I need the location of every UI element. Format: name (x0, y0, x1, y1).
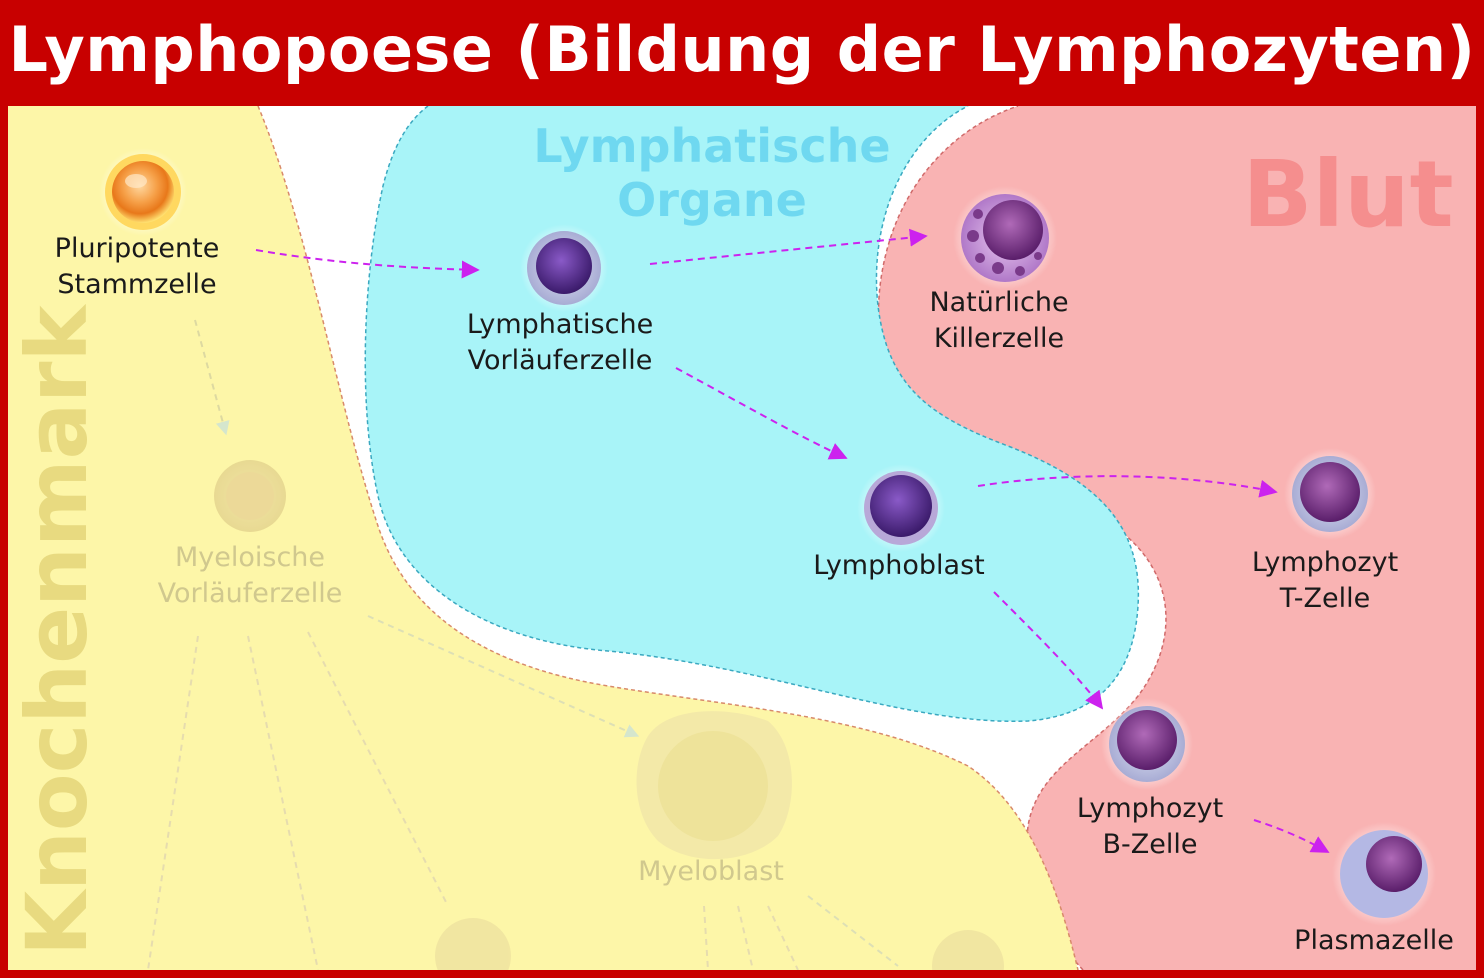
plasma-cell (1332, 822, 1436, 926)
lymphatic-progenitor-label-2: Vorläuferzelle (468, 345, 653, 376)
region-label-blood: Blut (1242, 141, 1453, 248)
stem-cell-label-1: Pluripotente (55, 233, 220, 264)
arrow-progenitor-to-nk (649, 228, 928, 265)
t-cell-label-2: T-Zelle (1279, 583, 1370, 614)
page-title: Lymphopoese (Bildung der Lymphozyten) (8, 13, 1476, 86)
blood-region (878, 106, 1476, 970)
stem-cell-label-2: Stammzelle (57, 269, 216, 300)
diagram-canvas: Lymphatische Organe Blut Knochenmark Mye… (8, 106, 1476, 970)
myeloid-lineage: Myeloische Vorläuferzelle Myeloblast (147, 319, 1004, 970)
b-cell-label-2: B-Zelle (1103, 829, 1198, 860)
diagram: Lymphatische Organe Blut Knochenmark Mye… (8, 106, 1476, 970)
t-cell (1284, 448, 1376, 540)
nk-cell-label-1: Natürliche (929, 287, 1068, 318)
b-cell (1101, 698, 1193, 790)
nk-cell (953, 186, 1057, 290)
arrow-b-cell-to-plasma (1253, 819, 1330, 853)
region-label-lymphatic-organs-1: Lymphatische (533, 119, 890, 173)
arrow-stem-to-progenitor (255, 249, 480, 279)
lymphatic-progenitor-label-1: Lymphatische (467, 309, 653, 340)
myeloblast-label: Myeloblast (638, 856, 784, 887)
myeloid-progenitor-label-2: Vorläuferzelle (158, 578, 343, 609)
region-label-lymphatic-organs-2: Organe (617, 173, 807, 227)
arrow-progenitor-to-lymphoblast (675, 367, 848, 460)
lymphatic-organs-border (364, 106, 1140, 723)
lymphoblast-label: Lymphoblast (813, 550, 984, 581)
nk-cell-label-2: Killerzelle (934, 323, 1064, 354)
myeloid-progenitor-label-1: Myeloische (175, 542, 325, 573)
region-label-bone-marrow: Knochenmark (8, 303, 106, 956)
stem-cell (99, 148, 187, 236)
lymphatic-progenitor-cell (520, 224, 608, 312)
t-cell-label-1: Lymphozyt (1252, 547, 1398, 578)
plasma-cell-label: Plasmazelle (1294, 925, 1454, 956)
bone-marrow-region (8, 106, 1078, 970)
arrow-lymphoblast-to-t-cell (977, 475, 1278, 498)
lymphoblast-cell (857, 464, 945, 552)
arrow-lymphoblast-to-b-cell (993, 591, 1104, 710)
lineage-arrows (255, 228, 1330, 853)
b-cell-label-1: Lymphozyt (1077, 793, 1223, 824)
bone-marrow-border (257, 106, 1079, 970)
